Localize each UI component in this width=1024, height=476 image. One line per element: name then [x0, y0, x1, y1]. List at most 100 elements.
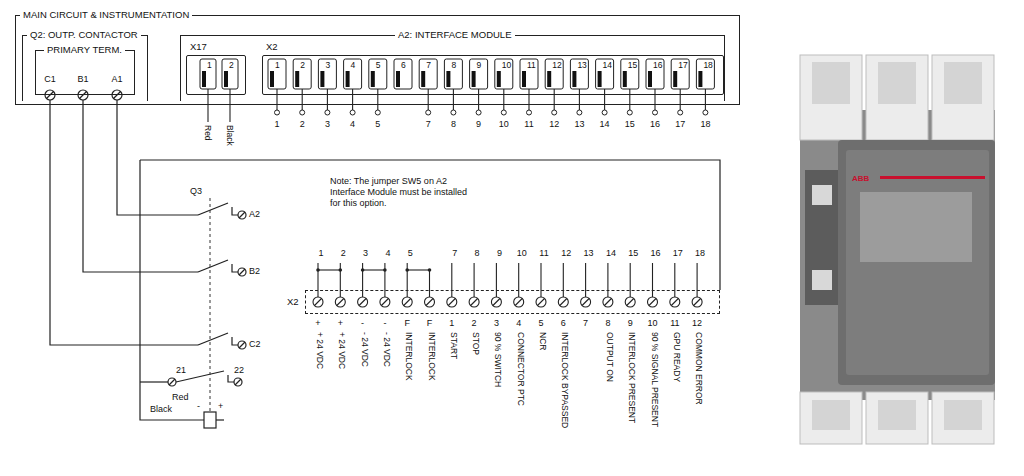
contactor-photo — [800, 55, 862, 140]
strip-terminal — [451, 263, 452, 297]
terminal-number: 7 — [452, 248, 457, 259]
coil-symbol — [204, 412, 216, 428]
connector-pin — [629, 89, 630, 110]
strip-terminal — [363, 269, 385, 270]
strip-terminal — [407, 269, 429, 270]
pin-number: 9 — [476, 119, 481, 130]
connector-pin — [604, 89, 605, 110]
signal-name: + 24 VDC — [337, 332, 347, 369]
strip-terminal — [671, 299, 678, 306]
strip-terminal — [313, 263, 702, 307]
pin-number: 5 — [376, 60, 381, 70]
strip-terminal — [627, 299, 634, 306]
strip-terminal — [649, 299, 656, 306]
pin-number: 2 — [229, 60, 234, 70]
connector-pin — [552, 110, 557, 115]
strip-terminal — [316, 268, 320, 272]
contactor-photo — [866, 55, 928, 140]
terminal-symbol: F — [404, 318, 410, 329]
strip-terminal — [670, 297, 680, 307]
strip-terminal — [381, 299, 388, 306]
terminal-box: PRIMARY TERM. — [35, 50, 135, 95]
frame-heading: PRIMARY TERM. — [44, 44, 125, 55]
connector-pin — [501, 110, 506, 115]
terminal-symbol: 5 — [538, 318, 543, 329]
terminal-number: 3 — [363, 248, 368, 259]
frame-heading: A2: INTERFACE MODULE — [395, 29, 515, 40]
contactor-photo — [812, 400, 850, 430]
strip-terminal — [514, 297, 524, 307]
strip-terminal — [538, 299, 545, 306]
signal-name: - 24 VDC — [360, 332, 370, 367]
contact-symbol — [232, 337, 238, 345]
strip-terminal — [697, 263, 698, 297]
connector-pin — [275, 110, 280, 115]
strip-terminal — [585, 263, 586, 297]
connector-pin — [545, 59, 563, 89]
connector-pin — [478, 89, 479, 110]
frame-heading: X17 — [187, 41, 210, 52]
strip-terminal — [448, 299, 455, 306]
connector-pin — [369, 59, 387, 89]
contactor-photo — [812, 270, 832, 290]
terminal-number: 10 — [517, 248, 527, 259]
signal-name: STOP — [471, 332, 481, 355]
strip-terminal — [471, 299, 478, 306]
signal-name: INTERLOCK BYPASSED — [560, 332, 570, 428]
strip-terminal — [625, 297, 635, 307]
connector-pin — [202, 71, 206, 87]
connector-pin — [673, 71, 677, 87]
connector-pin — [648, 71, 652, 87]
signal-name: - 24 VDC — [382, 332, 392, 367]
frame-heading: MAIN CIRCUIT & INSTRUMENTATION — [20, 9, 192, 20]
terminal-number: 9 — [497, 248, 502, 259]
terminal-symbol: 8 — [605, 318, 610, 329]
strip-terminal — [361, 268, 365, 272]
device-tag: Q3 — [190, 186, 202, 197]
contact-symbol — [228, 375, 234, 382]
strip-terminal — [429, 270, 430, 297]
terminal-symbol: 7 — [583, 318, 588, 329]
connector-pin — [497, 71, 501, 87]
mechanical-link — [210, 198, 211, 412]
pin-number: 18 — [703, 60, 712, 70]
strip-terminal — [692, 297, 702, 307]
terminal-number: 16 — [650, 248, 660, 259]
wire-color: Red — [172, 392, 189, 403]
strip-terminal — [694, 299, 701, 306]
strip-terminal — [318, 269, 340, 270]
output-terminal — [239, 269, 245, 275]
signal-name: + 24 VDC — [315, 332, 325, 369]
strip-terminal — [404, 299, 411, 306]
connector-pin — [394, 59, 412, 89]
contact-number: 21 — [176, 365, 186, 376]
contact-number: 22 — [234, 365, 244, 376]
strip-terminal — [474, 263, 475, 297]
signal-name: COMMON ERROR — [694, 332, 704, 405]
contactor-photo — [866, 392, 928, 444]
pin-number: 11 — [527, 60, 536, 70]
primary-terminal — [112, 90, 122, 100]
signal-name: 90 % SIGNAL PRESENT — [650, 332, 660, 427]
strip-terminal — [581, 297, 591, 307]
connector-pin — [207, 89, 208, 122]
connector-pin — [293, 59, 311, 89]
strip-terminal — [315, 299, 322, 306]
pin-number: 15 — [628, 60, 637, 70]
terminal-number: 12 — [561, 248, 571, 259]
terminal-symbol: - — [361, 318, 364, 329]
pin-number: 5 — [375, 119, 380, 130]
contactor-photo — [880, 176, 985, 179]
connector-pin — [222, 59, 238, 89]
contactor-photo — [838, 140, 995, 385]
strip-terminal — [674, 263, 675, 297]
terminal-number: 18 — [695, 248, 705, 259]
strip-terminal — [340, 263, 341, 297]
wire-color: Red — [203, 125, 213, 141]
strip-terminal — [428, 268, 432, 272]
strip-terminal — [491, 297, 501, 307]
strip-terminal — [426, 299, 433, 306]
terminal-symbol: + — [338, 318, 343, 329]
strip-terminal — [447, 297, 457, 307]
contact-symbol — [198, 333, 228, 345]
